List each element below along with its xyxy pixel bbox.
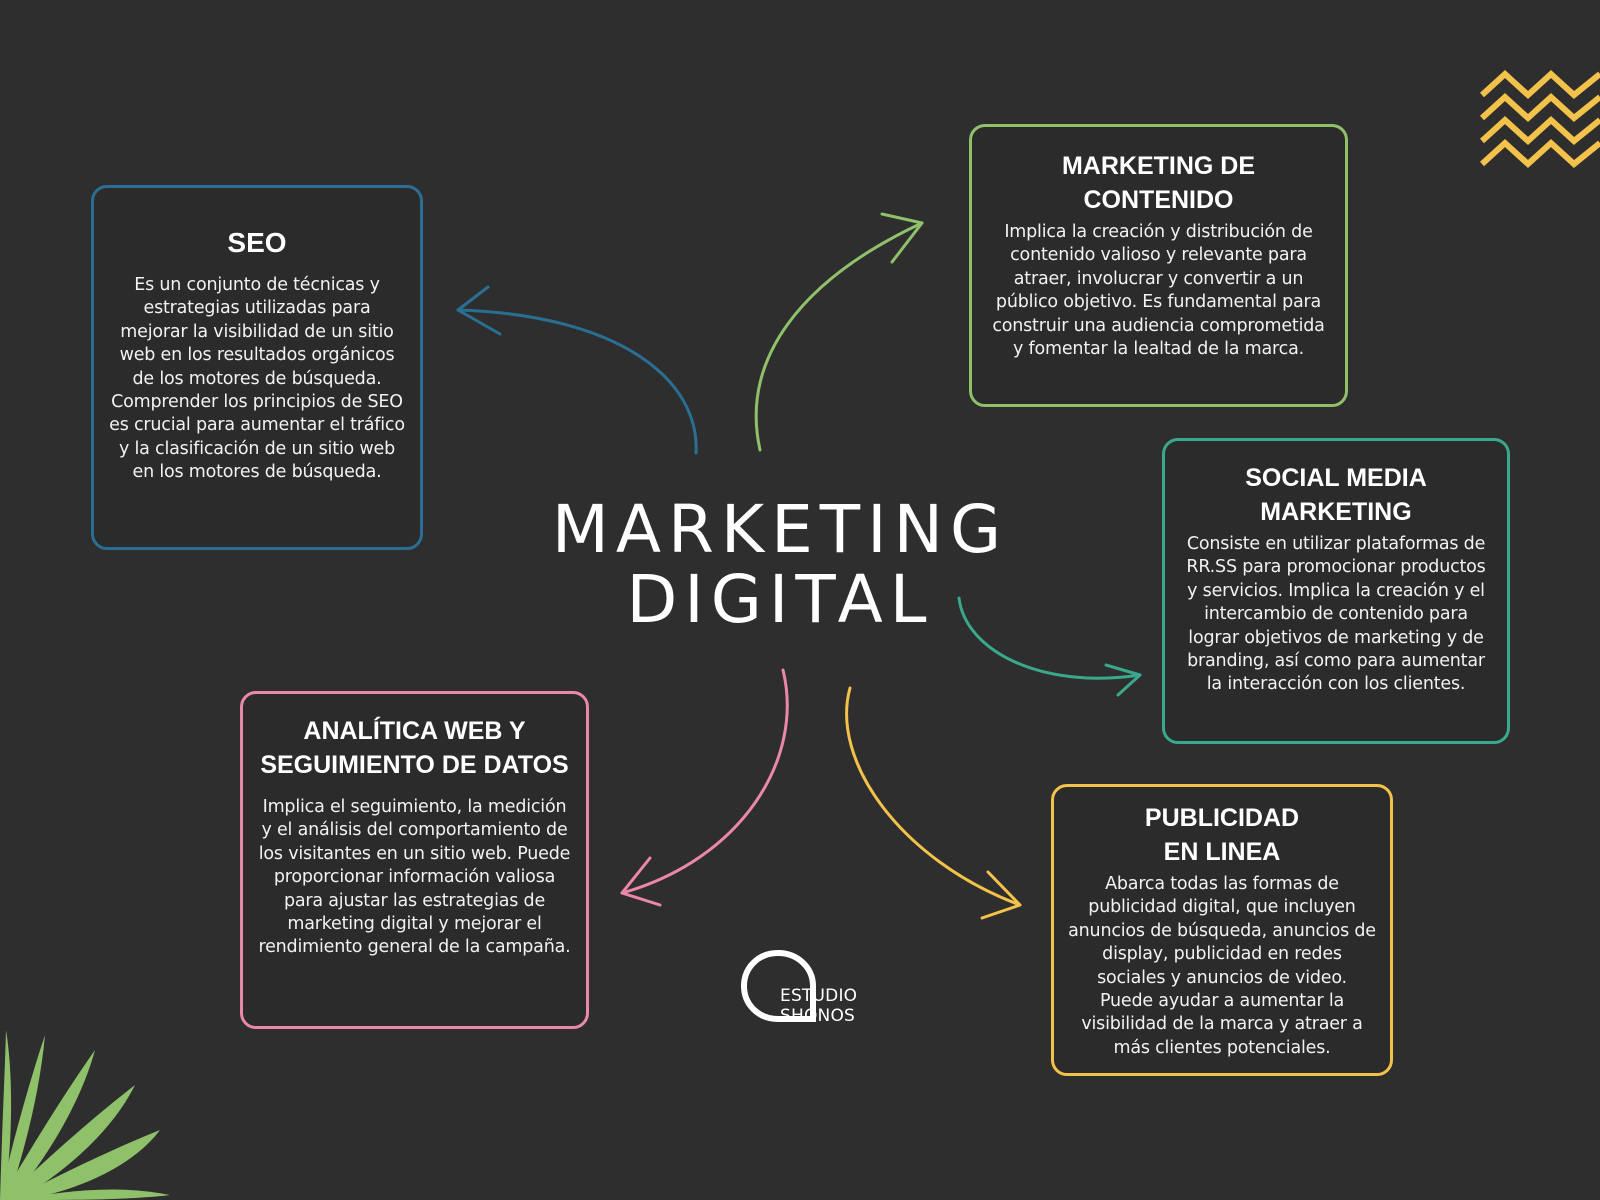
card-publicidad-title-line1: PUBLICIDAD (1144, 804, 1300, 832)
card-analitica-web: ANALÍTICA WEB Y SEGUIMIENTO DE DATOS Imp… (240, 691, 589, 1029)
arrow-to-contenido (754, 212, 924, 452)
zigzag-decoration (1479, 69, 1600, 169)
card-publicidad-en-linea: PUBLICIDAD EN LINEA Abarca todas las for… (1051, 784, 1393, 1076)
shonos-logo-icon (740, 949, 816, 1022)
card-social-title: SOCIAL MEDIA MARKETING (1179, 461, 1493, 529)
card-social-title-line1: SOCIAL MEDIA (1245, 464, 1427, 492)
card-social-media: SOCIAL MEDIA MARKETING Consiste en utili… (1162, 438, 1510, 744)
logo-text: ESTUDIO SHONOS (780, 986, 857, 1026)
card-publicidad-title-line2: EN LINEA (1163, 838, 1281, 866)
card-analitica-title-line2: SEGUIMIENTO DE DATOS (260, 751, 569, 779)
arrow-to-social (957, 596, 1142, 697)
card-social-body: Consiste en utilizar plataformas de RR.S… (1186, 534, 1486, 695)
card-contenido-title-line1: MARKETING DE (1061, 152, 1256, 180)
card-analitica-title: ANALÍTICA WEB Y SEGUIMIENTO DE DATOS (257, 714, 572, 782)
card-seo-title: SEO (227, 227, 287, 258)
card-contenido-title: MARKETING DE CONTENIDO (986, 149, 1331, 217)
logo-text-line2: SHONOS (780, 1006, 856, 1026)
main-title-line1: MARKETING (551, 491, 1009, 568)
card-seo-body: Es un conjunto de técnicas y estrategias… (109, 275, 405, 483)
card-contenido-body: Implica la creación y distribución de co… (992, 222, 1325, 360)
palm-leaf-decoration (0, 1030, 170, 1200)
card-publicidad-title: PUBLICIDAD EN LINEA (1068, 801, 1376, 869)
arrow-to-analitica (620, 668, 789, 907)
card-marketing-contenido: MARKETING DE CONTENIDO Implica la creaci… (969, 124, 1348, 407)
card-contenido-title-line2: CONTENIDO (1083, 186, 1234, 214)
card-seo: SEO Es un conjunto de técnicas y estrate… (91, 185, 423, 550)
logo-text-line1: ESTUDIO (780, 986, 858, 1006)
card-analitica-body: Implica el seguimiento, la medición y el… (258, 797, 571, 958)
main-title-line2: DIGITAL (626, 561, 934, 638)
arrow-to-publicidad (845, 686, 1022, 920)
arrow-to-seo (456, 285, 698, 455)
card-analitica-title-line1: ANALÍTICA WEB Y (303, 717, 526, 745)
main-title: MARKETING DIGITAL (480, 495, 1080, 635)
card-social-title-line2: MARKETING (1260, 498, 1412, 526)
card-publicidad-body: Abarca todas las formas de publicidad di… (1068, 874, 1376, 1058)
